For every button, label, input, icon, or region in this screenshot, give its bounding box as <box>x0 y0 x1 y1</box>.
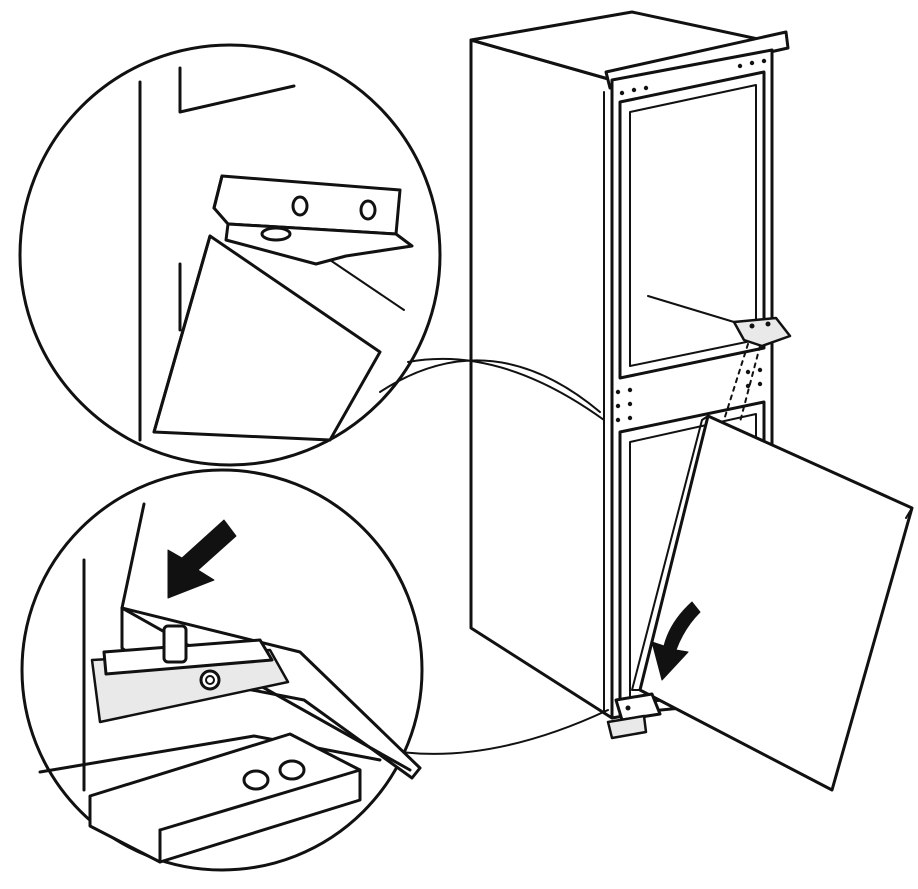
bottom-hinge <box>606 692 662 740</box>
lower-door <box>631 414 914 792</box>
upper-door-recess <box>618 70 766 380</box>
top-hinge-bracket <box>647 295 792 423</box>
zoom-hinge-bracket <box>212 174 414 311</box>
rotation-arrow <box>651 601 701 681</box>
fixing-holes-middle <box>615 367 763 423</box>
fixing-holes-top <box>619 58 767 96</box>
zoom-detail-top-hinge <box>18 43 605 467</box>
zoom-hinge-pin <box>90 624 290 724</box>
cabinet-side-panel <box>469 38 614 720</box>
zoom-detail-bottom-hinge <box>20 468 609 872</box>
down-arrow-icon <box>167 519 237 599</box>
